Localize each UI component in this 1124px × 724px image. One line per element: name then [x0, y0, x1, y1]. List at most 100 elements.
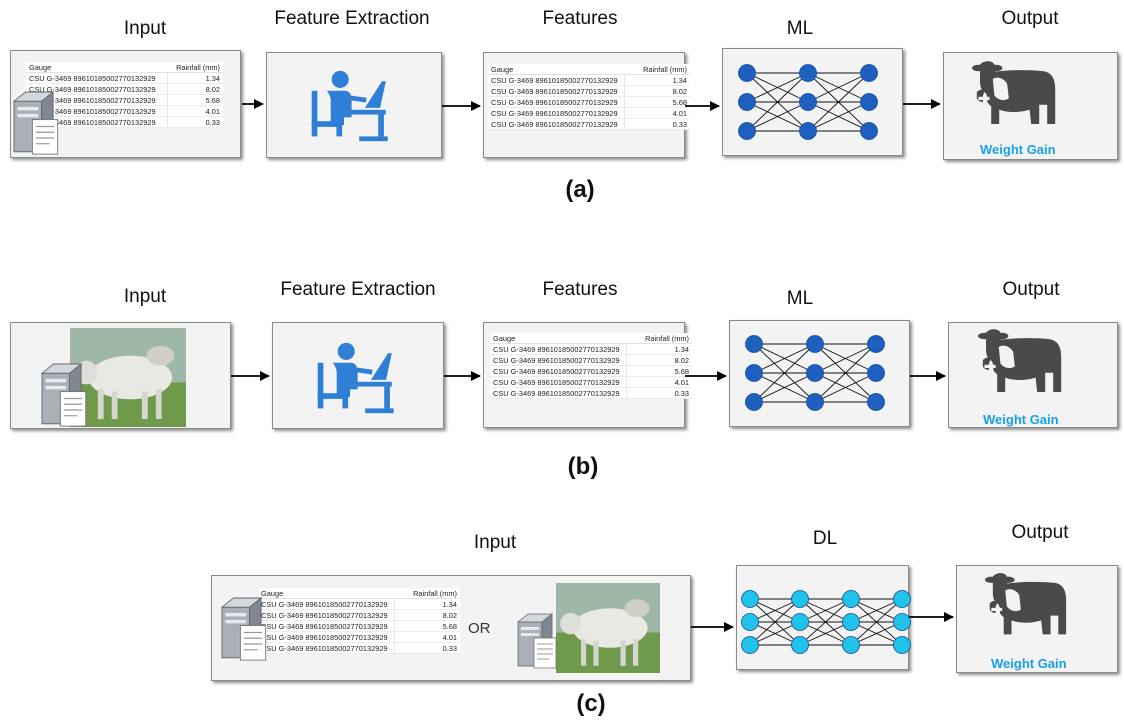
- feature-extraction-title-b: Feature Extraction: [280, 279, 436, 300]
- cow-photo-part: [97, 389, 104, 420]
- cow-photo-part: [593, 640, 599, 666]
- gauge-cell: CSU G-3469 89610185002770132929: [258, 642, 394, 654]
- network-edge: [850, 598, 903, 623]
- rainfall-cell: 0.33: [166, 116, 223, 128]
- cow-photo-part: [572, 608, 648, 648]
- rainfall-cell: 0.33: [623, 118, 690, 130]
- server-icon: [13, 91, 59, 155]
- rainfall-header: Rainfall (mm): [394, 588, 460, 599]
- ml-node: [860, 64, 878, 82]
- dl-node: [842, 590, 860, 608]
- dl-node: [842, 636, 860, 654]
- server-icon: [221, 597, 267, 661]
- ml-node: [799, 93, 817, 111]
- ml-node: [806, 335, 824, 353]
- network-edge: [749, 598, 801, 646]
- features-title-b: Features: [542, 279, 618, 300]
- dl-node: [893, 590, 911, 608]
- network-edge: [753, 372, 816, 403]
- network-edge: [850, 598, 903, 646]
- network-edge: [807, 72, 870, 103]
- cow-photo-part: [624, 599, 650, 618]
- cow-photo-part: [632, 638, 639, 666]
- rainfall-cell: 4.01: [166, 105, 223, 117]
- cow-icon: [972, 61, 1056, 124]
- rainfall-header: Rainfall (mm): [624, 64, 690, 75]
- cow-photo-part: [88, 355, 173, 400]
- rainfall-cell: 1.34: [166, 72, 223, 84]
- network-edge: [753, 343, 816, 374]
- gauge-header: Gauge: [488, 64, 624, 75]
- rainfall-cell: 0.33: [625, 387, 692, 399]
- network-edge: [850, 621, 903, 646]
- ml-node: [738, 93, 756, 111]
- ml-title-a: ML: [786, 18, 814, 39]
- feature-extraction-box-b: [272, 322, 444, 429]
- dl-node: [741, 613, 759, 631]
- rainfall-header: Rainfall (mm): [626, 333, 692, 344]
- rainfall-cell: 5.68: [166, 94, 223, 106]
- panel-label-c: (c): [576, 690, 606, 717]
- cow-photo-part: [111, 391, 118, 420]
- gauge-cell: CSU G-3469 89610185002770132929: [490, 376, 626, 388]
- network-edge: [814, 372, 877, 403]
- dl-node: [893, 636, 911, 654]
- dl-node: [842, 613, 860, 631]
- features-title-a: Features: [542, 8, 618, 29]
- ml-node: [738, 64, 756, 82]
- gauge-header: Gauge: [490, 333, 626, 344]
- cow-photo-part: [580, 638, 587, 666]
- gauge-cell: CSU G-3469 89610185002770132929: [258, 620, 394, 632]
- gauge-header: Gauge: [258, 588, 394, 599]
- feature-extraction-box-a: [266, 52, 442, 158]
- gauge-header: Gauge: [26, 62, 167, 73]
- gauge-cell: CSU G-3469 89610185002770132929: [258, 598, 394, 610]
- dl-node: [791, 590, 809, 608]
- ml-node: [745, 393, 763, 411]
- ml-node: [799, 122, 817, 140]
- gauge-cell: CSU G-3469 89610185002770132929: [258, 631, 394, 643]
- panel-label-b: (b): [567, 453, 599, 480]
- network-edge: [746, 72, 809, 103]
- gauge-cell: CSU G-3469 89610185002770132929: [26, 116, 167, 128]
- weight-gain-label-c: Weight Gain: [991, 656, 1067, 671]
- ml-node: [867, 335, 885, 353]
- dl-title-c: DL: [812, 528, 838, 549]
- rainfall-cell: 8.02: [166, 83, 223, 95]
- ml-node: [860, 93, 878, 111]
- ml-node: [738, 122, 756, 140]
- rainfall-cell: 0.33: [393, 642, 460, 654]
- network-edge: [799, 621, 852, 646]
- ml-node: [745, 364, 763, 382]
- person-at-desk-icon: [311, 70, 388, 142]
- network-edge: [799, 598, 852, 646]
- cow-photo-part: [146, 345, 175, 366]
- dl-node: [791, 636, 809, 654]
- rainfall-cell: 5.68: [625, 365, 692, 377]
- gauge-cell: CSU G-3469 89610185002770132929: [488, 118, 624, 130]
- dl-node: [893, 613, 911, 631]
- cow-photo-c: [556, 583, 660, 673]
- dl-box-c: [736, 565, 909, 670]
- dl-node: [741, 636, 759, 654]
- output-title-c: Output: [1011, 522, 1069, 543]
- feature-extraction-title-a: Feature Extraction: [274, 8, 430, 29]
- output-title-b: Output: [1002, 279, 1060, 300]
- rainfall-cell: 5.68: [393, 620, 460, 632]
